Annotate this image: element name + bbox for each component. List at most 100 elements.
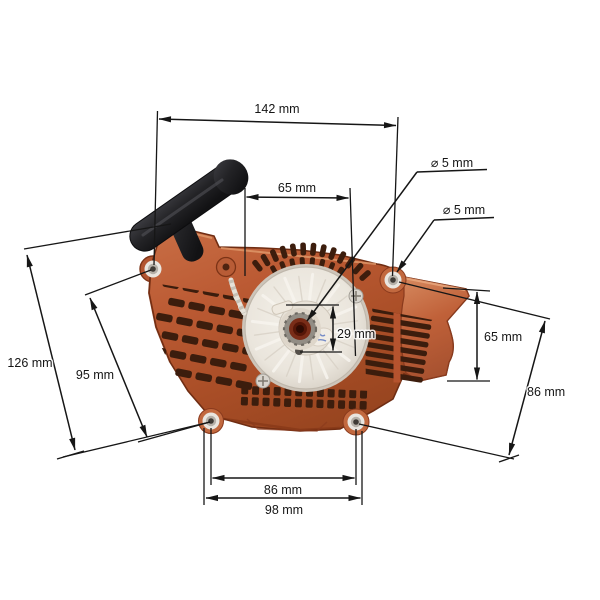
callout-mount-hole-dia: ⌀ 5 mm	[396, 202, 495, 273]
vent-slot	[300, 242, 307, 256]
bottom-vent-panel	[240, 385, 368, 410]
dim-rope-offset-label: 65 mm	[278, 181, 316, 195]
vent-slot	[189, 354, 207, 364]
dim-bottom-bolt-span-label: 86 mm	[264, 483, 302, 497]
hub	[279, 308, 321, 350]
vent-slot	[348, 400, 356, 410]
pulley-rib-shadow	[285, 349, 298, 377]
vent-slot	[359, 400, 367, 410]
dim-bottom-width-label: 98 mm	[265, 503, 303, 517]
vent-slot	[327, 388, 335, 398]
dim-right-bolt-span-label: 86 mm	[527, 385, 565, 399]
pulley-rib-shadow	[253, 330, 283, 336]
dim-left-height-label: 126 mm	[7, 356, 52, 370]
pulley-rib-shadow	[257, 307, 285, 320]
vent-slot	[328, 247, 337, 260]
wing-highlight	[403, 276, 466, 292]
dim-right-bolt-span: 86 mm	[358, 281, 567, 463]
dim-bottom-width: 98 mm	[203, 428, 363, 519]
vent-slot	[299, 257, 305, 267]
vent-spine	[393, 307, 401, 383]
bolt-hole-bottom-right	[342, 408, 370, 436]
dim-bottom-bolt-span: 86 mm	[210, 428, 357, 499]
pulley-rib-shadow	[308, 351, 314, 381]
dim-top-width-label: 142 mm	[254, 102, 299, 116]
vent-slot	[305, 399, 313, 408]
dim-hub-drop-label: 29 mm	[337, 327, 375, 341]
callout-mount-hole-label: ⌀ 5 mm	[443, 203, 485, 217]
vent-slot	[359, 389, 368, 399]
starter-rope	[228, 277, 247, 316]
vent-slot	[359, 270, 371, 281]
vent-slot	[284, 398, 292, 407]
vent-slot	[175, 368, 193, 379]
vent-slot	[251, 397, 259, 406]
vent-slot	[279, 245, 288, 259]
vent-slot	[169, 350, 187, 360]
handle-grip-end	[213, 159, 249, 195]
vent-slot	[209, 357, 227, 368]
vent-slot	[161, 331, 179, 341]
vent-slot	[260, 253, 271, 267]
vent-slot	[273, 386, 281, 396]
vent-slot	[337, 400, 346, 409]
pulley-rib-shadow	[320, 346, 339, 370]
dim-top-width: 142 mm	[153, 101, 399, 277]
vent-slot	[294, 398, 302, 408]
dim-left-height: 126 mm	[6, 223, 211, 460]
vent-slot	[240, 396, 249, 406]
vent-slot	[196, 320, 214, 331]
pulley-rib-shadow	[298, 275, 304, 305]
dim-hub-drop: 29 mm	[286, 304, 377, 353]
pulley-rib-shadow	[264, 342, 288, 361]
vent-slot	[195, 372, 213, 383]
vent-slot	[338, 389, 346, 398]
vent-slot	[230, 361, 247, 372]
callout-center-hole-label: ⌀ 5 mm	[431, 156, 473, 170]
rope-guide-hole	[222, 263, 230, 271]
vent-slot	[181, 335, 199, 345]
vent-slot	[262, 386, 270, 396]
housing-screw-bottom-left	[255, 373, 271, 389]
bolt-hole-top-left	[144, 260, 162, 278]
vent-slot	[364, 368, 423, 383]
housing-screw-top-right	[348, 288, 364, 304]
vent-slot	[188, 301, 205, 312]
vent-slot	[273, 397, 281, 407]
callout-center-hole-dia: ⌀ 5 mm	[306, 155, 488, 322]
rope-pulley	[242, 264, 370, 392]
vent-slot	[241, 385, 249, 395]
vent-slot	[252, 259, 263, 272]
vent-slot	[327, 399, 335, 409]
vent-slot	[310, 242, 317, 256]
left-edge-shadow	[147, 265, 171, 363]
vent-slot	[168, 297, 185, 308]
crankshaft-hole	[296, 325, 304, 333]
dim-left-bolt-span: 95 mm	[74, 269, 211, 443]
hub-ring-notches	[282, 311, 318, 347]
recoil-starter-assembly	[129, 159, 470, 436]
vent-slot	[309, 257, 316, 267]
pull-handle	[129, 159, 249, 262]
housing-right-wing	[400, 276, 470, 382]
vent-slot	[336, 251, 347, 264]
vent-slot	[349, 389, 357, 399]
handle-highlight	[141, 178, 224, 237]
vent-slot	[156, 312, 173, 323]
dim-left-bolt-span-label: 95 mm	[76, 368, 114, 382]
vent-slot	[252, 386, 260, 395]
pulley-rib-shadow	[314, 279, 327, 307]
vent-slot	[201, 339, 219, 349]
bolt-hole-bottom-left	[198, 408, 224, 434]
vent-slot	[216, 324, 234, 335]
vent-slot	[370, 315, 432, 330]
dim-rope-offset: 65 mm	[244, 180, 357, 357]
vent-slot	[176, 316, 193, 327]
vent-slot	[319, 244, 327, 258]
vent-slot	[208, 305, 226, 316]
dim-right-height-label: 65 mm	[484, 330, 522, 344]
vent-slot	[155, 364, 172, 375]
vent-slot	[269, 249, 279, 262]
